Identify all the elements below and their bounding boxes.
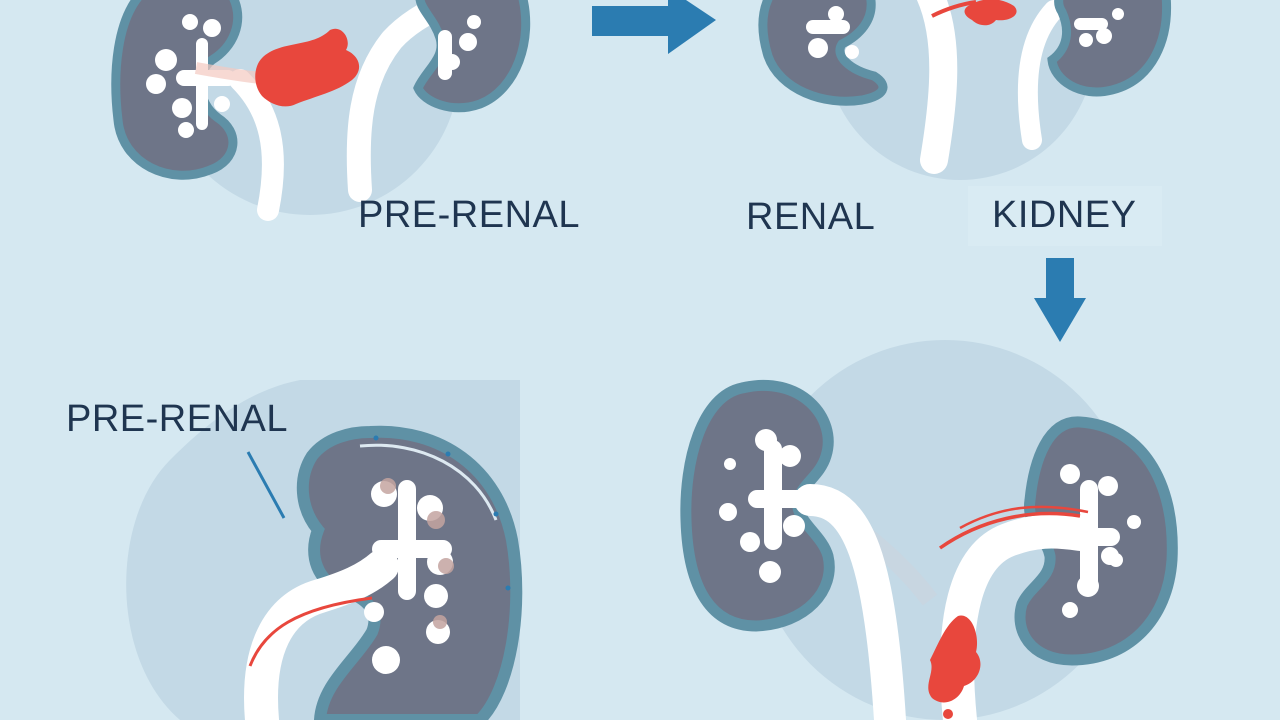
calyx-stains	[380, 478, 454, 629]
lesion-top-left	[255, 28, 360, 107]
label-renal: RENAL	[746, 196, 876, 238]
lesion-bottom-right	[928, 615, 981, 703]
arrow-right-icon	[592, 0, 716, 54]
capsule-dots	[373, 435, 511, 591]
calyx-right-top-right	[1074, 8, 1124, 47]
calyx-left-top-right	[806, 6, 859, 59]
label-kidney: KIDNEY	[968, 186, 1163, 246]
aorta-top-right	[917, 0, 958, 174]
renal-vessel	[244, 549, 399, 720]
red-streak-bottom-left	[248, 596, 373, 667]
vena-top-right	[1017, 0, 1064, 150]
calyx-right	[438, 15, 481, 80]
red-streak-right-2	[959, 505, 1089, 530]
label-pre-renal-bottom: PRE-RENAL	[66, 398, 288, 440]
lesion-top-right	[964, 0, 1017, 26]
panel-top-right	[758, 0, 1172, 174]
renal-artery-left	[794, 484, 906, 720]
red-streak-right-1	[938, 511, 1081, 550]
red-streak-top-right	[931, 0, 977, 18]
kidney-right	[413, 0, 531, 113]
panel-bottom-left	[244, 425, 523, 720]
pointer-line	[246, 451, 286, 519]
capsule-line	[359, 443, 498, 521]
arrow-down-icon	[1034, 258, 1086, 342]
panel-top-left	[111, 0, 531, 221]
ureter-left	[229, 69, 284, 221]
lesion-drop	[943, 709, 953, 719]
label-pre-renal-top: PRE-RENAL	[358, 194, 580, 236]
panel-bottom-right	[680, 379, 1178, 720]
kidney-right-top-right	[1047, 0, 1172, 97]
